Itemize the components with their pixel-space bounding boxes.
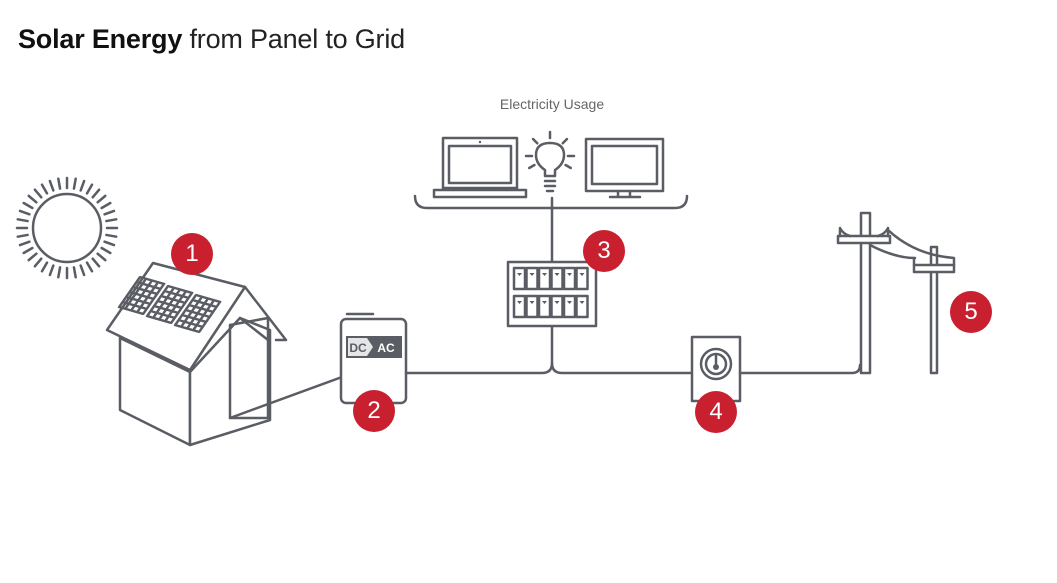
power-pole-icon xyxy=(836,211,956,375)
title-bold: Solar Energy xyxy=(18,24,183,54)
bulb-ray xyxy=(561,137,569,145)
sun-ray xyxy=(79,264,86,277)
breaker-switch xyxy=(537,266,552,291)
sun-ray xyxy=(48,264,55,277)
sun-ray xyxy=(103,209,116,216)
sun-ray xyxy=(91,257,101,268)
sun-ray xyxy=(22,246,34,255)
bulb-ray xyxy=(531,137,539,145)
breaker-switch xyxy=(550,294,564,319)
usage-bracket xyxy=(413,194,689,210)
sun-ray xyxy=(40,183,49,195)
solar-panel-icon xyxy=(117,275,222,334)
electricity-usage-label: Electricity Usage xyxy=(499,96,605,112)
sun-ray xyxy=(57,177,62,190)
breaker-switch xyxy=(562,266,577,291)
sun-ray xyxy=(27,252,38,262)
bulb-ray xyxy=(527,163,536,170)
step-badge-3[interactable]: 3 xyxy=(583,230,625,272)
sun-ray xyxy=(79,179,86,192)
sun-ray xyxy=(100,201,112,210)
sun-ray xyxy=(72,266,77,279)
sun-ray xyxy=(33,257,43,268)
sun-ray xyxy=(57,266,62,279)
sun-ray xyxy=(16,218,29,223)
step-badge-2[interactable]: 2 xyxy=(353,390,395,432)
sun-icon xyxy=(15,176,119,280)
sun-ray xyxy=(85,183,94,195)
solar-panel xyxy=(173,293,222,334)
wire-meter-grid xyxy=(738,363,862,375)
wire-main xyxy=(404,361,694,375)
sun-ray xyxy=(18,209,31,216)
lightbulb-icon xyxy=(524,130,576,193)
sun-ray xyxy=(96,252,107,262)
sun-ray xyxy=(91,188,101,199)
breaker-switch xyxy=(550,266,564,291)
house-icon xyxy=(105,261,288,447)
breaker-switch xyxy=(575,294,589,319)
sun-ray xyxy=(85,261,94,273)
title-rest: from Panel to Grid xyxy=(182,24,405,54)
sun-ray xyxy=(103,240,116,247)
sun-ray xyxy=(100,246,112,255)
sun-ray xyxy=(48,179,55,192)
laptop-icon xyxy=(432,136,528,199)
sun-ray xyxy=(33,188,43,199)
sun-ray xyxy=(27,194,38,204)
breaker-switch xyxy=(537,294,552,319)
breaker-switch xyxy=(575,266,589,291)
sun-ray xyxy=(105,218,118,223)
breaker-switch xyxy=(562,294,577,319)
bulb-ray xyxy=(564,163,573,170)
solar-panel xyxy=(145,284,194,325)
wire-house-inverter xyxy=(228,375,344,420)
breaker-switch xyxy=(525,266,539,291)
sun-ray xyxy=(105,233,118,238)
sun-ray xyxy=(18,240,31,247)
inverter-dc-label: DC xyxy=(349,341,367,355)
inverter-ac-label: AC xyxy=(377,341,395,355)
breaker-switch xyxy=(512,294,527,319)
sun-ray xyxy=(96,194,107,204)
sun-ray xyxy=(72,177,77,190)
breaker-switch xyxy=(512,266,527,291)
step-badge-4[interactable]: 4 xyxy=(695,391,737,433)
meter-icon xyxy=(690,335,742,403)
breaker-panel-icon xyxy=(506,260,598,328)
page-title: Solar Energy from Panel to Grid xyxy=(18,24,405,55)
step-badge-5[interactable]: 5 xyxy=(950,291,992,333)
breaker-switch xyxy=(525,294,539,319)
sun-ray xyxy=(22,201,34,210)
sun-ray xyxy=(40,261,49,273)
step-badge-1[interactable]: 1 xyxy=(171,233,213,275)
monitor-icon xyxy=(584,137,665,199)
sun-ray xyxy=(16,233,29,238)
solar-panel xyxy=(117,275,166,316)
